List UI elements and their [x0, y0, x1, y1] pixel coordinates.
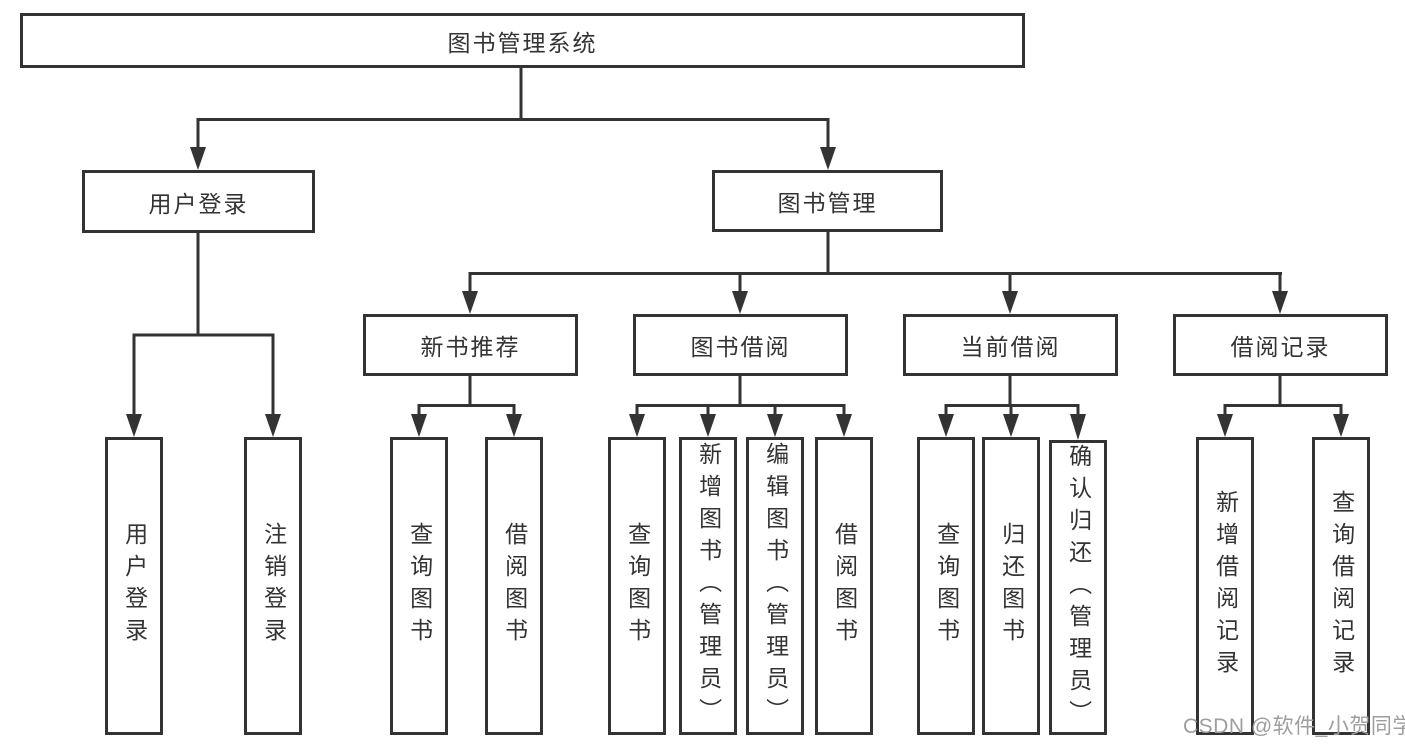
connector-book-borrow-to-leaves: [629, 376, 852, 437]
leaf-label: 新增图书（管理员）: [695, 442, 722, 730]
leaf-edit-books-admin: 编辑图书（管理员）: [746, 437, 804, 735]
arrowhead-down-icon: [1333, 414, 1349, 437]
leaf-add-borrow-record: 新增借阅记录: [1196, 437, 1254, 735]
leaf-label: 查询图书: [933, 522, 960, 650]
arrowhead-down-icon: [836, 414, 852, 437]
connector-line: [944, 376, 1080, 416]
connector-line: [196, 68, 830, 150]
arrowhead-down-icon: [1070, 414, 1086, 440]
leaf-label: 借阅图书: [501, 522, 528, 650]
arrowhead-down-icon: [1003, 414, 1019, 437]
leaf-borrow-books: 借阅图书: [815, 437, 873, 735]
leaf-query-borrow-record: 查询借阅记录: [1312, 437, 1370, 735]
leaf-borrow-books-recommend: 借阅图书: [485, 437, 543, 735]
connector-user-login-to-leaves: [126, 233, 281, 437]
leaf-label: 用户登录: [121, 522, 148, 650]
leaf-label: 借阅图书: [831, 522, 858, 650]
node-label: 借阅记录: [1230, 334, 1331, 360]
node-user-login: 用户登录: [82, 170, 315, 233]
arrowhead-down-icon: [1002, 291, 1018, 314]
connector-borrow-records-to-leaves: [1217, 376, 1349, 437]
leaf-query-books-recommend: 查询图书: [390, 437, 448, 735]
connector-book-management-to-level3: [462, 232, 1288, 314]
connector-current-borrow-to-leaves: [938, 376, 1086, 440]
arrowhead-down-icon: [462, 291, 478, 314]
arrowhead-down-icon: [938, 414, 954, 437]
arrowhead-down-icon: [411, 414, 427, 437]
leaf-confirm-return-admin: 确认归还（管理员）: [1049, 440, 1107, 735]
connector-line: [468, 232, 1282, 293]
leaf-return-books: 归还图书: [982, 437, 1040, 735]
connector-new-book-recommend-to-leaves: [411, 376, 522, 437]
connector-line: [132, 233, 275, 416]
node-label: 图书管理系统: [447, 29, 598, 56]
arrowhead-down-icon: [190, 147, 206, 170]
connector-root-to-level2: [190, 68, 836, 170]
node-label: 当前借阅: [960, 334, 1061, 360]
node-label: 用户登录: [148, 190, 249, 217]
arrowhead-down-icon: [767, 414, 783, 437]
leaf-query-books-current: 查询图书: [917, 437, 975, 735]
arrowhead-down-icon: [265, 414, 281, 437]
leaf-label: 注销登录: [260, 522, 287, 650]
node-library-management-system: 图书管理系统: [20, 13, 1025, 68]
csdn-watermark: CSDN @软件_小贺同学: [1183, 715, 1405, 738]
leaf-logout: 注销登录: [244, 437, 302, 735]
leaf-label: 查询图书: [406, 522, 433, 650]
node-label: 图书借阅: [690, 334, 791, 360]
node-label: 新书推荐: [420, 334, 521, 360]
node-book-management: 图书管理: [712, 170, 943, 232]
leaf-add-books-admin: 新增图书（管理员）: [679, 437, 737, 735]
connector-line: [417, 376, 516, 416]
node-new-book-recommend: 新书推荐: [363, 314, 578, 376]
leaf-query-books-borrow: 查询图书: [608, 437, 666, 735]
node-current-borrow: 当前借阅: [903, 314, 1118, 376]
node-label: 图书管理: [777, 190, 878, 216]
connector-line: [635, 376, 846, 416]
arrowhead-down-icon: [126, 414, 142, 437]
leaf-label: 编辑图书（管理员）: [762, 442, 789, 730]
arrowhead-down-icon: [1272, 291, 1288, 314]
leaf-label: 确认归还（管理员）: [1065, 443, 1092, 732]
node-book-borrow: 图书借阅: [633, 314, 848, 376]
arrowhead-down-icon: [629, 414, 645, 437]
leaf-label: 归还图书: [998, 522, 1025, 650]
arrowhead-down-icon: [506, 414, 522, 437]
node-borrow-records: 借阅记录: [1173, 314, 1388, 376]
arrowhead-down-icon: [1217, 414, 1233, 437]
arrowhead-down-icon: [820, 147, 836, 170]
leaf-label: 查询图书: [624, 522, 651, 650]
arrowhead-down-icon: [700, 414, 716, 437]
leaf-label: 新增借阅记录: [1212, 490, 1239, 682]
arrowhead-down-icon: [732, 291, 748, 314]
connector-line: [1223, 376, 1343, 416]
leaf-label: 查询借阅记录: [1328, 490, 1355, 682]
leaf-user-login: 用户登录: [105, 437, 163, 735]
